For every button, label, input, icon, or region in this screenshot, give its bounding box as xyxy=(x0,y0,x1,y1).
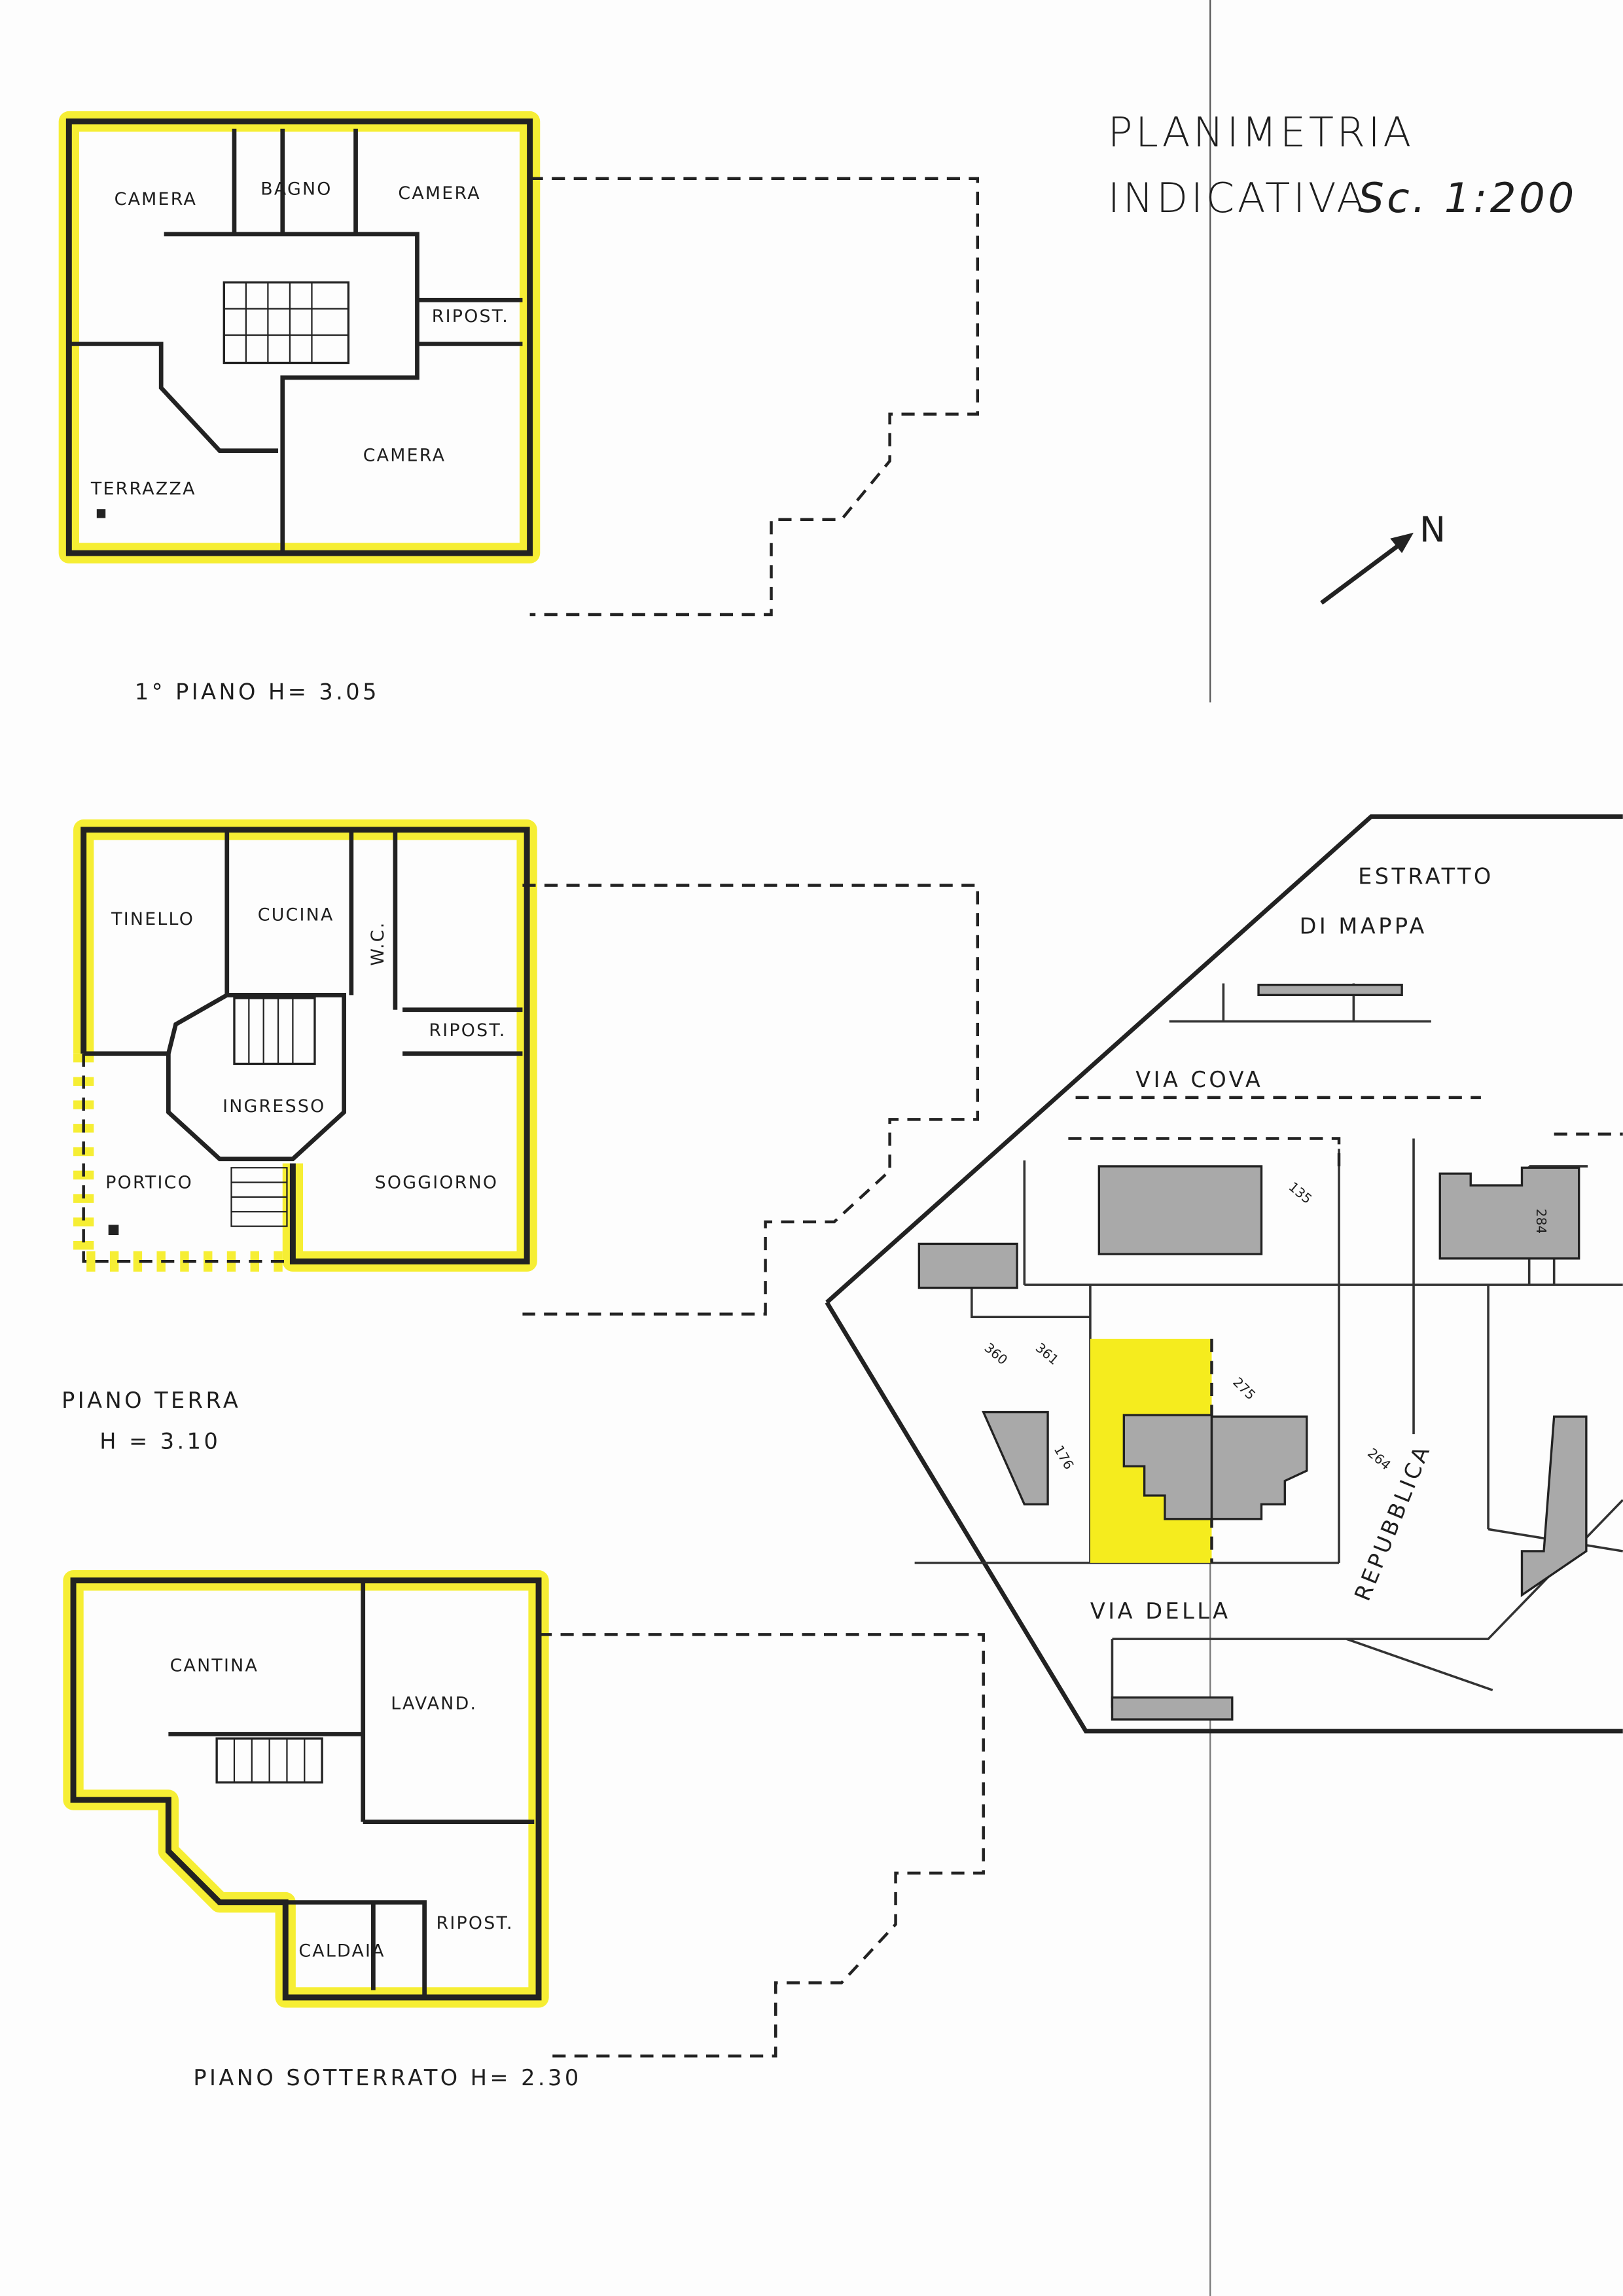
sheet-title: PLANIMETRIA INDICATIVA Sc. 1:200 xyxy=(1108,109,1577,223)
ground-floor-plan: TINELLO CUCINA W.C. RIPOST. INGRESSO POR… xyxy=(62,819,980,1454)
map-title-1: ESTRATTO xyxy=(1358,863,1494,889)
parcel-number: 275 xyxy=(1230,1374,1258,1403)
room-label: RIPOST. xyxy=(432,306,509,327)
room-label: CAMERA xyxy=(398,183,480,204)
building xyxy=(1111,1696,1234,1721)
room-label: LAVAND. xyxy=(391,1693,477,1713)
building xyxy=(1438,1166,1580,1260)
room-label: CAMERA xyxy=(115,189,197,209)
staircase-icon xyxy=(223,281,350,365)
street-label: REPUBBLICA xyxy=(1349,1440,1436,1604)
first-floor-plan: CAMERA BAGNO CAMERA RIPOST. CAMERA TERRA… xyxy=(58,111,980,705)
building xyxy=(1520,1415,1588,1598)
adjacent-unit-outline xyxy=(539,1633,985,2058)
room-label: INGRESSO xyxy=(223,1096,325,1117)
room-label: BAGNO xyxy=(260,179,332,199)
cadastral-map-extract: ESTRATTO DI MAPPA VIA COVA VIA DELLA REP… xyxy=(825,814,1623,1734)
parcel-number: 264 xyxy=(1364,1445,1394,1473)
staircase-icon xyxy=(230,997,316,1227)
north-label: N xyxy=(1419,509,1446,550)
parcel-number: 135 xyxy=(1286,1179,1315,1207)
room-label: CAMERA xyxy=(363,445,446,465)
title-line2: INDICATIVA xyxy=(1108,174,1368,222)
street-label: VIA COVA xyxy=(1135,1067,1263,1092)
room-label: RIPOST. xyxy=(437,1913,514,1933)
room-label: RIPOST. xyxy=(429,1020,506,1041)
ground-floor-label-1: PIANO TERRA xyxy=(62,1388,241,1413)
basement-label: PIANO SOTTERRATO H= 2.30 xyxy=(193,2065,581,2090)
building xyxy=(1210,1415,1308,1520)
street-label: VIA DELLA xyxy=(1090,1598,1231,1624)
staircase-icon xyxy=(215,1737,323,1784)
basement-plan: CANTINA LAVAND. RIPOST. CALDAIA PIANO SO… xyxy=(63,1570,985,2090)
room-label: PORTICO xyxy=(105,1172,193,1193)
room-label: TERRAZZA xyxy=(90,479,196,499)
building xyxy=(918,1242,1018,1289)
scale-label: Sc. 1:200 xyxy=(1358,174,1577,222)
parcel-number: 176 xyxy=(1051,1443,1077,1472)
first-floor-label: 1° PIANO H= 3.05 xyxy=(135,679,380,705)
building xyxy=(1097,1165,1263,1255)
north-arrow-icon: N xyxy=(1320,509,1446,605)
adjacent-unit-outline xyxy=(529,177,980,617)
title-line1: PLANIMETRIA xyxy=(1108,109,1414,156)
room-label: W.C. xyxy=(368,921,388,965)
map-title-2: DI MAPPA xyxy=(1300,913,1427,939)
parcel-number: 360 xyxy=(981,1340,1010,1368)
room-label: SOGGIORNO xyxy=(375,1172,499,1193)
room-label: CALDAIA xyxy=(298,1941,385,1961)
room-label: TINELLO xyxy=(111,909,194,929)
room-label: CUCINA xyxy=(258,905,334,925)
building xyxy=(1257,984,1403,997)
building xyxy=(982,1410,1049,1506)
parcel-number: 361 xyxy=(1033,1340,1062,1368)
adjacent-unit-outline xyxy=(522,884,980,1316)
parcel-number: 284 xyxy=(1533,1209,1549,1234)
room-label: CANTINA xyxy=(170,1655,259,1676)
ground-floor-label-2: H = 3.10 xyxy=(99,1428,221,1454)
